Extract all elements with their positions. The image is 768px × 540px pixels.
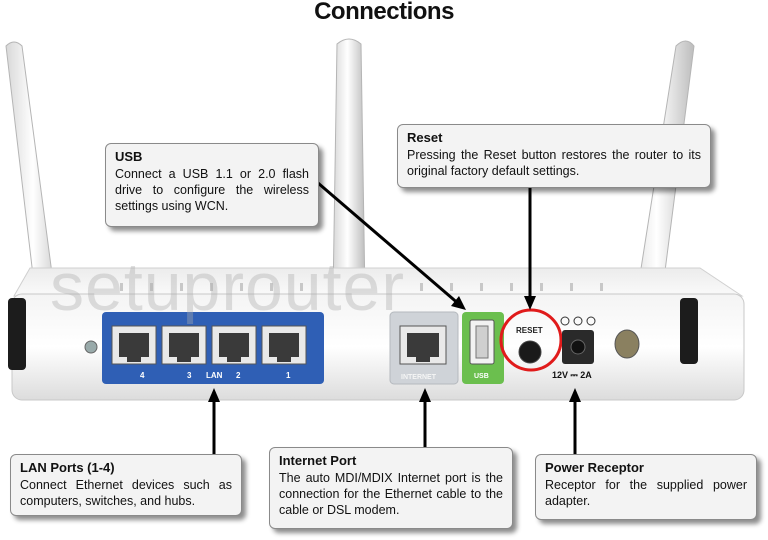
- power-label: 12V ⎓ 2A: [552, 370, 592, 380]
- reset-callout-heading: Reset: [407, 130, 443, 145]
- power-callout-heading: Power Receptor: [545, 460, 644, 475]
- usb-callout-heading: USB: [115, 149, 143, 164]
- usb-callout: USB Connect a USB 1.1 or 2.0 flash drive…: [105, 143, 319, 227]
- internet-callout: Internet Port The auto MDI/MDIX Internet…: [269, 447, 513, 529]
- reset-callout-body: Pressing the Reset button restores the r…: [407, 148, 701, 178]
- lan-number-1: 1: [286, 371, 291, 380]
- lan-number-4: 4: [140, 371, 145, 380]
- reset-callout: Reset Pressing the Reset button restores…: [397, 124, 711, 188]
- internet-port: [399, 325, 447, 365]
- page-title: Connections: [314, 0, 454, 25]
- internet-callout-body: The auto MDI/MDIX Internet port is the c…: [279, 471, 503, 517]
- lan-callout-body: Connect Ethernet devices such as compute…: [20, 478, 232, 508]
- power-receptor: [560, 316, 596, 364]
- internet-callout-heading: Internet Port: [279, 453, 357, 468]
- lan-label: LAN: [206, 371, 223, 380]
- usb-callout-body: Connect a USB 1.1 or 2.0 flash drive to …: [115, 167, 309, 213]
- power-callout: Power Receptor Receptor for the supplied…: [535, 454, 757, 520]
- internet-label: INTERNET: [401, 374, 437, 381]
- antenna-center: [332, 38, 366, 297]
- watermark-text: setuprouter: [50, 249, 405, 325]
- lan-callout-heading: LAN Ports (1-4): [20, 460, 115, 475]
- lan-callout: LAN Ports (1-4) Connect Ethernet devices…: [10, 454, 242, 516]
- lan-ports: [111, 325, 307, 365]
- lan-number-3: 3: [187, 371, 192, 380]
- usb-pointer: [317, 181, 461, 307]
- power-callout-body: Receptor for the supplied power adapter.: [545, 478, 747, 508]
- reset-highlight-circle: [499, 308, 563, 372]
- lan-number-2: 2: [236, 371, 241, 380]
- usb-label: USB: [474, 373, 489, 380]
- reset-label: RESET: [516, 326, 543, 335]
